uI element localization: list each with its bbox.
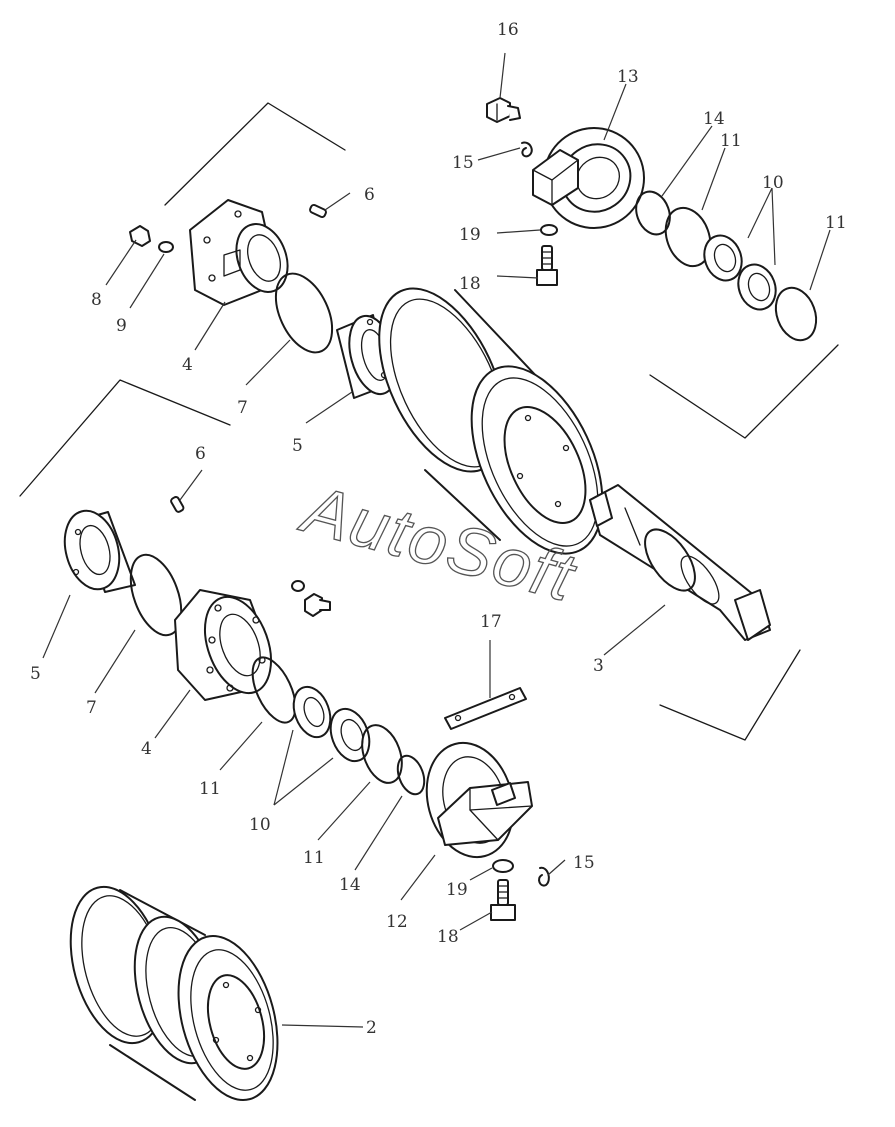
callout-12: 12	[386, 912, 408, 932]
part-10-seal-top	[703, 234, 777, 311]
callout-11-bottom-a: 11	[199, 779, 221, 799]
callout-6-top: 6	[364, 185, 375, 205]
part-16-bolt	[486, 97, 521, 123]
callout-8-top: 8	[91, 290, 102, 310]
part-8-bolt-bottom	[304, 593, 331, 617]
part-2-roller	[69, 885, 279, 1102]
callout-7-top: 7	[237, 398, 248, 418]
part-19-washer-top	[540, 224, 558, 236]
callout-19-top: 19	[459, 225, 481, 245]
callout-16: 16	[497, 20, 519, 40]
part-10-seal-bottom	[292, 685, 371, 763]
part-9-washer-bottom	[291, 580, 305, 592]
part-8-bolt-top	[129, 225, 151, 247]
callout-7-bottom: 7	[86, 698, 97, 718]
callout-11-bottom-b: 11	[303, 848, 325, 868]
callout-11-top-b: 11	[825, 213, 847, 233]
callout-19-bottom: 19	[446, 880, 468, 900]
part-19-washer-bottom	[492, 859, 514, 873]
part-6-pin-bottom	[170, 496, 185, 513]
part-13-end-collar	[532, 126, 645, 229]
callout-11-top-a: 11	[720, 131, 742, 151]
part-12-end-collar	[425, 741, 533, 859]
part-17-lock-plate	[444, 687, 527, 730]
assembly-guide-lines	[19, 102, 839, 741]
callout-4-bottom: 4	[141, 739, 152, 759]
callout-18-top: 18	[459, 274, 481, 294]
part-1-roller	[378, 287, 604, 555]
part-7-oring-top	[274, 272, 334, 354]
callout-18-bottom: 18	[437, 927, 459, 947]
callout-4-top: 4	[182, 355, 193, 375]
part-6-pin-top	[309, 203, 327, 219]
part-3-shaft	[589, 484, 771, 641]
leader-lines	[42, 52, 831, 1028]
part-14-oring-top	[635, 190, 671, 236]
part-11-ring-top-b	[774, 286, 818, 342]
part-11-ring-top-a	[664, 206, 712, 268]
callout-10-top: 10	[762, 173, 784, 193]
part-15-clip-top	[521, 141, 533, 158]
callout-5-bottom: 5	[30, 664, 41, 684]
callout-14-top: 14	[703, 109, 725, 129]
part-4-housing-bottom	[174, 589, 272, 701]
part-7-oring-bottom	[129, 553, 183, 637]
part-18-bolt-bottom	[490, 879, 516, 921]
callout-3: 3	[593, 656, 604, 676]
part-9-washer-top	[158, 241, 174, 253]
callout-6-bottom: 6	[195, 444, 206, 464]
part-14-oring-bottom	[396, 754, 426, 796]
callout-15-bottom: 15	[573, 853, 595, 873]
callout-13: 13	[617, 67, 639, 87]
callout-5-top: 5	[292, 436, 303, 456]
part-15-clip-bottom	[538, 866, 550, 887]
callout-15-top: 15	[452, 153, 474, 173]
callout-14-bottom: 14	[339, 875, 361, 895]
part-11-ring-bottom-b	[361, 724, 403, 784]
callout-labels: 2 3 4 4 5 5 6 6 7 7 8 9 10 10 11 11 11 1…	[30, 20, 847, 1038]
callout-10-bottom: 10	[249, 815, 271, 835]
part-4-housing-top	[189, 199, 289, 306]
part-5-bushing-bottom	[63, 509, 136, 593]
callout-17: 17	[480, 612, 502, 632]
part-11-ring-bottom-a	[251, 656, 297, 724]
callout-9-top: 9	[116, 316, 127, 336]
part-18-bolt-top	[536, 245, 558, 286]
callout-2: 2	[366, 1018, 377, 1038]
